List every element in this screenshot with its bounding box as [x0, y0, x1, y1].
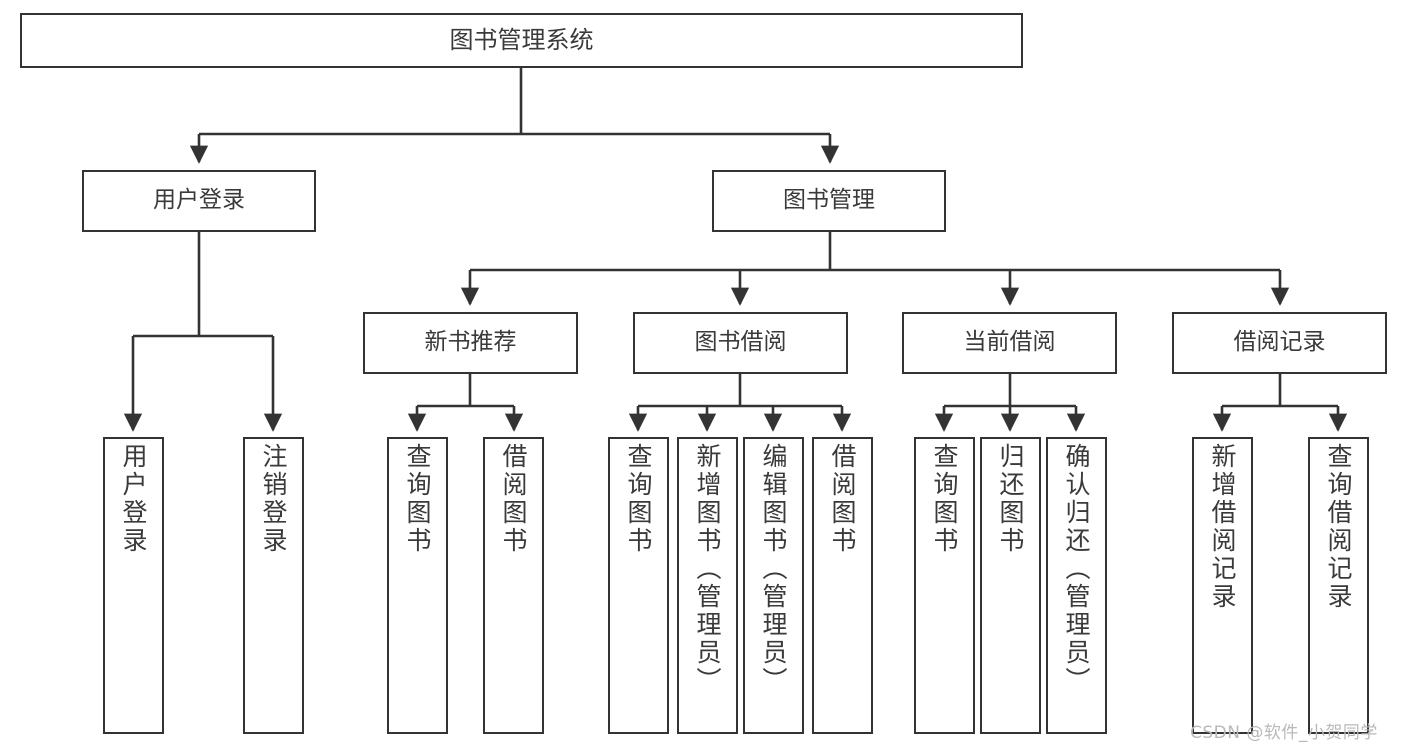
node-label: 归还图书 — [996, 443, 1025, 555]
node-label: 借阅图书 — [828, 443, 857, 555]
node-root-system[interactable]: 图书管理系统 — [20, 13, 1023, 68]
node-leaf-query-book-2[interactable]: 查询图书 — [608, 437, 669, 734]
node-book-manage[interactable]: 图书管理 — [712, 170, 946, 232]
node-label: 用户登录 — [119, 443, 148, 555]
node-leaf-confirm-return[interactable]: 确认归还（管理员） — [1046, 437, 1107, 734]
node-leaf-query-book-1[interactable]: 查询图书 — [387, 437, 448, 734]
node-label: 当前借阅 — [963, 329, 1056, 356]
node-label: 注销登录 — [259, 443, 288, 555]
node-label: 借阅记录 — [1233, 329, 1326, 356]
node-leaf-query-book-3[interactable]: 查询图书 — [914, 437, 975, 734]
node-label: 查询图书 — [930, 443, 959, 555]
node-book-borrow[interactable]: 图书借阅 — [633, 312, 848, 374]
node-label: 图书管理系统 — [449, 26, 594, 55]
node-current-borrow[interactable]: 当前借阅 — [902, 312, 1117, 374]
node-leaf-add-record[interactable]: 新增借阅记录 — [1192, 437, 1253, 734]
node-leaf-return-book[interactable]: 归还图书 — [980, 437, 1041, 734]
node-label: 查询图书 — [403, 443, 432, 555]
node-user-login[interactable]: 用户登录 — [82, 170, 316, 232]
node-borrow-record[interactable]: 借阅记录 — [1172, 312, 1387, 374]
node-label: 新增借阅记录 — [1208, 443, 1237, 611]
watermark-credit: CSDN @软件_小贺同学 — [1190, 723, 1378, 743]
node-leaf-query-record[interactable]: 查询借阅记录 — [1308, 437, 1369, 734]
node-label: 用户登录 — [153, 187, 245, 214]
node-label: 确认归还（管理员） — [1062, 443, 1091, 695]
node-leaf-borrow-book-2[interactable]: 借阅图书 — [812, 437, 873, 734]
node-label: 新增图书（管理员） — [693, 443, 722, 695]
node-leaf-borrow-book-1[interactable]: 借阅图书 — [483, 437, 544, 734]
node-new-book-rec[interactable]: 新书推荐 — [363, 312, 578, 374]
node-label: 查询图书 — [624, 443, 653, 555]
node-leaf-edit-book[interactable]: 编辑图书（管理员） — [743, 437, 804, 734]
node-label: 图书管理 — [783, 187, 875, 214]
node-label: 图书借阅 — [694, 329, 787, 356]
node-label: 新书推荐 — [424, 329, 517, 356]
node-leaf-add-book[interactable]: 新增图书（管理员） — [677, 437, 738, 734]
node-leaf-user-login[interactable]: 用户登录 — [103, 437, 164, 734]
node-leaf-logout[interactable]: 注销登录 — [243, 437, 304, 734]
node-label: 查询借阅记录 — [1324, 443, 1353, 611]
node-label: 编辑图书（管理员） — [759, 443, 788, 695]
node-label: 借阅图书 — [499, 443, 528, 555]
